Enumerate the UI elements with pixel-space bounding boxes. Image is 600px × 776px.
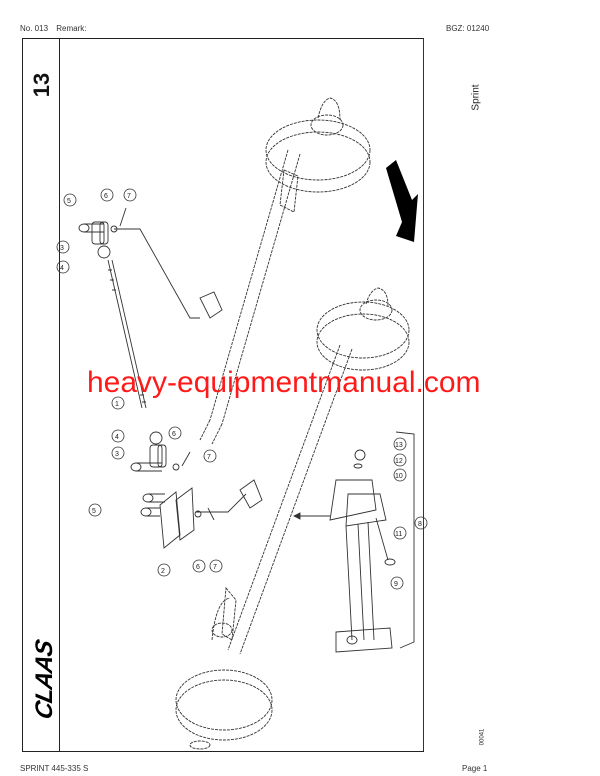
svg-text:8: 8 (418, 521, 422, 528)
svg-text:4: 4 (115, 434, 119, 441)
svg-text:5: 5 (92, 508, 96, 515)
svg-text:7: 7 (207, 454, 211, 461)
frame-right-line (423, 38, 424, 750)
svg-text:9: 9 (394, 581, 398, 588)
svg-text:3: 3 (60, 245, 64, 252)
svg-text:12: 12 (395, 458, 403, 465)
drawing-id: 00041 (479, 728, 486, 746)
bgz-code: BGZ: 01240 (446, 24, 490, 33)
svg-text:1: 1 (115, 401, 119, 408)
footer-model: SPRINT 445-335 S (20, 764, 89, 773)
footer-page: Page 1 (462, 764, 488, 773)
svg-text:5: 5 (67, 198, 71, 205)
svg-text:10: 10 (395, 473, 403, 480)
svg-text:4: 4 (60, 265, 64, 272)
svg-text:6: 6 (172, 431, 176, 438)
frame-divider (59, 38, 60, 751)
direction-arrow-icon (386, 160, 418, 242)
svg-text:6: 6 (104, 193, 108, 200)
header-left: No. 013 Remark: (20, 24, 93, 33)
svg-text:7: 7 (213, 564, 217, 571)
svg-text:2: 2 (161, 568, 165, 575)
svg-text:3: 3 (115, 451, 119, 458)
svg-text:11: 11 (395, 531, 402, 538)
svg-text:13: 13 (395, 442, 403, 449)
svg-text:6: 6 (196, 564, 200, 571)
watermark-text: heavy-equipmentmanual.com (87, 366, 481, 399)
remark-label: Remark: (56, 24, 87, 33)
svg-text:7: 7 (127, 193, 131, 200)
document-number: No. 013 (20, 24, 49, 33)
